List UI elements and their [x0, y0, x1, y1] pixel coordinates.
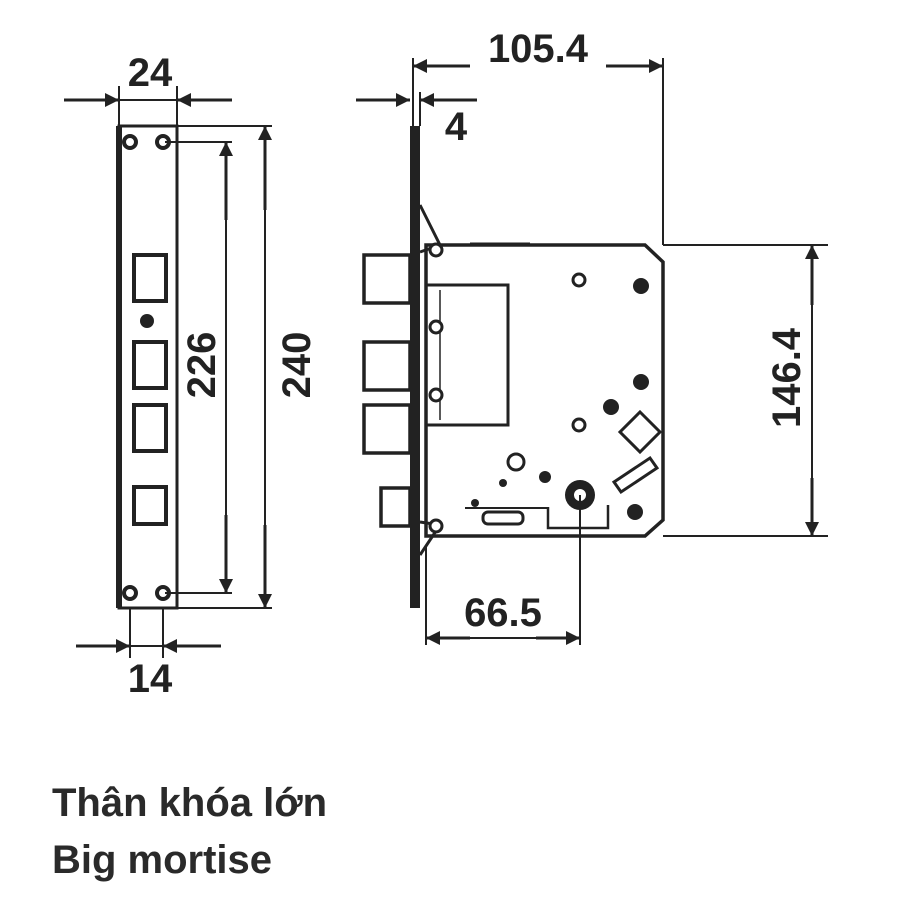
faceplate-front-view: [116, 124, 179, 610]
dim-hole-spacing: 226: [165, 141, 233, 594]
cylinder-screw-dot: [140, 314, 154, 328]
deadbolt-housing: [426, 283, 510, 427]
dim-case-depth: 105.4: [412, 27, 664, 245]
faceplate-edge: [410, 126, 420, 608]
dim-label-14: 14: [128, 657, 173, 701]
dim-backset-width: 14: [76, 608, 221, 701]
dim-faceplate-thickness: 4: [356, 92, 477, 149]
dim-faceplate-width: 24: [64, 51, 232, 126]
dim-case-height: 146.4: [663, 244, 828, 537]
dim-label-105-4: 105.4: [488, 27, 589, 71]
dim-label-4: 4: [445, 105, 468, 149]
dim-label-226: 226: [180, 332, 224, 399]
dim-label-66-5: 66.5: [464, 591, 542, 635]
faceplate-openings: [132, 253, 168, 526]
caption-vietnamese: Thân khóa lớn: [52, 781, 328, 825]
dim-label-146-4: 146.4: [765, 327, 809, 428]
bolts: [362, 253, 412, 528]
cylinder-cam: [617, 409, 663, 455]
case-body: [424, 243, 665, 538]
dim-faceplate-length: 240: [177, 125, 319, 609]
caption-english: Big mortise: [52, 838, 273, 882]
dim-backset: 66.5: [425, 495, 581, 645]
dim-label-240: 240: [275, 332, 319, 399]
dim-label-24: 24: [128, 51, 173, 95]
lock-case-side-view: [362, 126, 665, 608]
